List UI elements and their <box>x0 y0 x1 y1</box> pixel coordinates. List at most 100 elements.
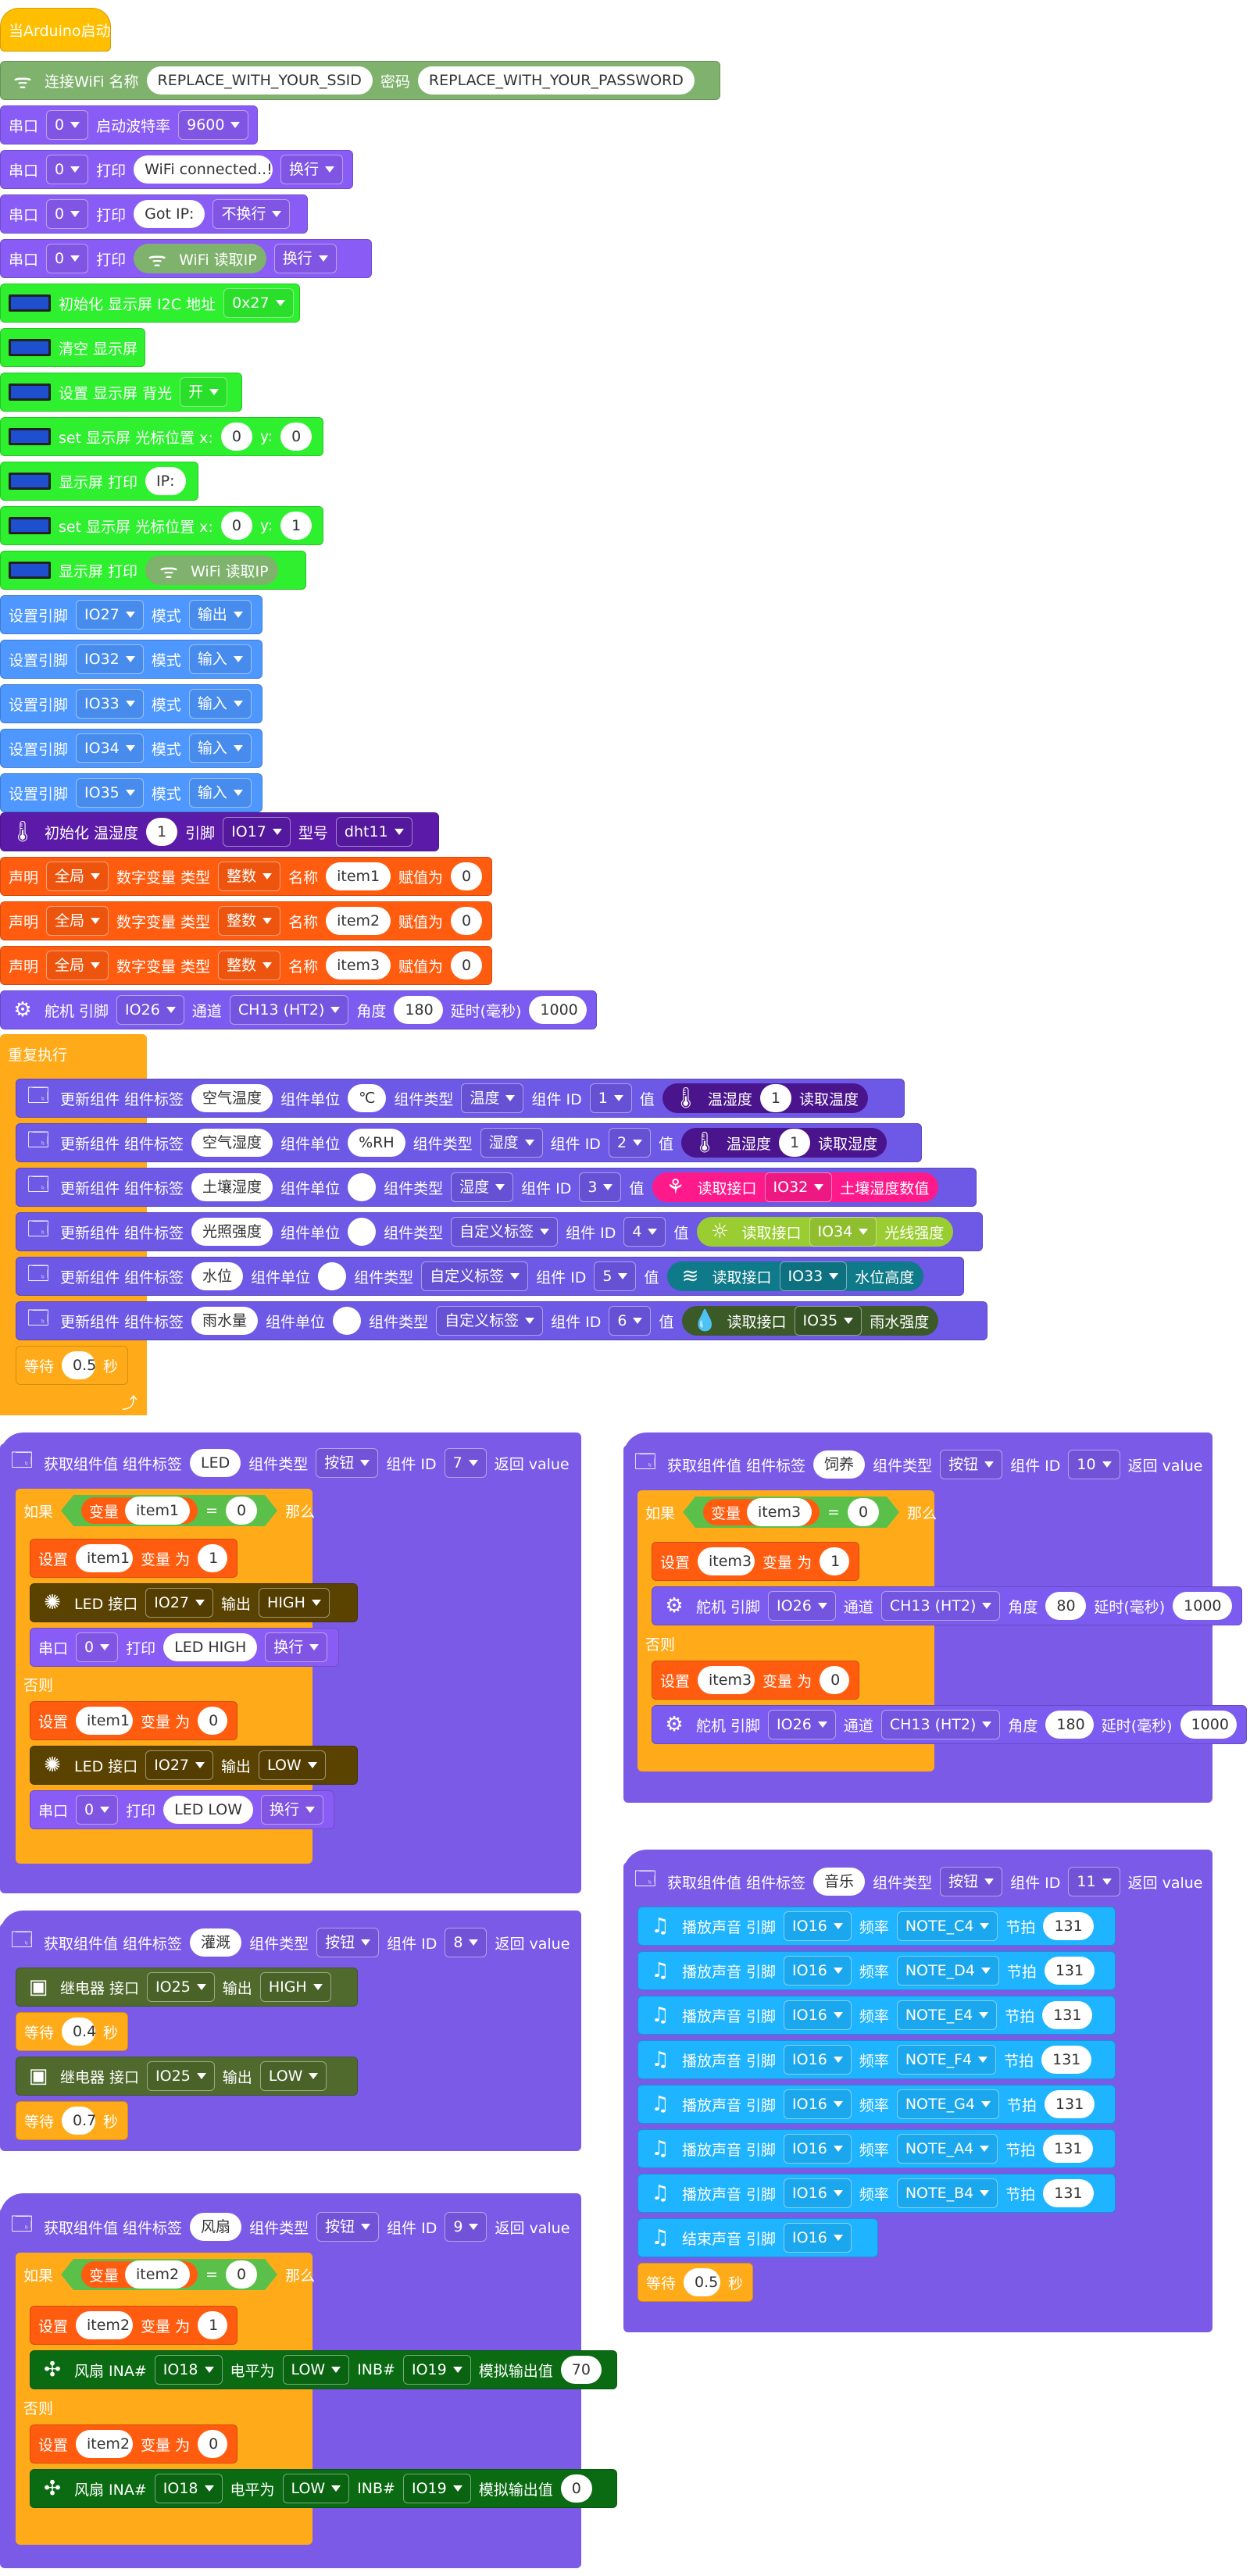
declare-var-block[interactable]: 声明 全局 数字变量 类型 整数 名称 item2 赋值为 0 <box>0 901 492 940</box>
serial-print-block[interactable]: 串口 0 打印 WiFi connected..! 换行 <box>0 150 353 189</box>
tone-pin-dropdown[interactable]: IO16 <box>784 2134 852 2164</box>
serial-port-dropdown[interactable]: 0 <box>46 244 89 273</box>
lcd-print-block[interactable]: 显示屏 打印 IP: <box>0 462 198 501</box>
mode-dropdown[interactable]: 输出 <box>188 600 252 630</box>
widget-unit-field[interactable]: %RH <box>348 1129 405 1157</box>
var-name-field[interactable]: item1 <box>326 862 391 890</box>
type-dropdown[interactable]: 整数 <box>218 862 281 891</box>
widget-type-dropdown[interactable]: 自定义标签 <box>436 1306 544 1336</box>
delay-field[interactable]: 1000 <box>1173 1592 1232 1620</box>
newline-dropdown[interactable]: 换行 <box>280 155 343 184</box>
pin-mode-block[interactable]: 设置引脚 IO35 模式 输入 <box>0 773 262 812</box>
tone-pin-dropdown[interactable]: IO16 <box>784 2178 852 2208</box>
widget-tag-field[interactable]: 空气温度 <box>191 1084 273 1112</box>
widget-unit-field[interactable] <box>348 1218 377 1246</box>
set-value-field[interactable]: 0 <box>198 1707 227 1735</box>
ina-pin-dropdown[interactable]: IO18 <box>154 2474 223 2503</box>
cursor-x-field[interactable]: 0 <box>220 423 252 451</box>
relay-pin-dropdown[interactable]: IO25 <box>147 1972 215 2002</box>
tone-pin-dropdown[interactable]: IO16 <box>784 2000 852 2030</box>
print-text-field[interactable]: LED HIGH <box>163 1633 258 1661</box>
var-name-field[interactable]: item1 <box>125 1497 190 1525</box>
get-widget-value-head[interactable]: 🗔 获取组件值 组件标签 LED 组件类型 按钮 组件 ID 7 返回 valu… <box>0 1443 581 1482</box>
delay-field[interactable]: 1000 <box>529 996 587 1024</box>
update-widget-block[interactable]: 🗔 更新组件 组件标签 土壤湿度 组件单位 组件类型 湿度 组件 ID 3 值 … <box>16 1168 977 1207</box>
servo-pin-dropdown[interactable]: IO26 <box>768 1710 836 1739</box>
password-field[interactable]: REPLACE_WITH_YOUR_PASSWORD <box>417 66 695 95</box>
wait-seconds-field[interactable]: 0.7 <box>62 2107 96 2135</box>
widget-tag-field[interactable]: 光照强度 <box>191 1218 273 1246</box>
stop-tone-block[interactable]: ♫ 结束声音 引脚 IO16 <box>638 2218 878 2257</box>
pin-dropdown[interactable]: IO34 <box>76 733 144 763</box>
beat-field[interactable]: 131 <box>1043 2179 1094 2207</box>
pin-mode-block[interactable]: 设置引脚 IO32 模式 输入 <box>0 640 262 679</box>
var-name-field[interactable]: item1 <box>76 1544 134 1572</box>
level-dropdown[interactable]: LOW <box>259 1750 326 1780</box>
widget-unit-field[interactable] <box>333 1307 362 1335</box>
level-dropdown[interactable]: LOW <box>259 2061 327 2091</box>
var-name-field[interactable]: item3 <box>698 1666 755 1694</box>
var-name-field[interactable]: item1 <box>76 1707 134 1735</box>
dht-number-field[interactable]: 1 <box>146 818 178 846</box>
relay-write-block[interactable]: ▣ 继电器 接口 IO25 输出 HIGH <box>16 1968 358 2007</box>
var-name-field[interactable]: item2 <box>326 907 391 935</box>
var-name-field[interactable]: item3 <box>698 1547 755 1575</box>
compare-value-field[interactable]: 0 <box>848 1498 879 1526</box>
widget-unit-field[interactable] <box>348 1173 377 1201</box>
level-dropdown[interactable]: HIGH <box>259 1588 330 1618</box>
tone-pin-dropdown[interactable]: IO16 <box>784 2045 852 2075</box>
widget-type-dropdown[interactable]: 按钮 <box>940 1450 1003 1479</box>
set-var-block[interactable]: 设置 item3 变量 为 1 <box>652 1542 859 1581</box>
servo-block[interactable]: ⚙ 舵机 引脚 IO26 通道 CH13 (HT2) 角度 180 延时(毫秒)… <box>652 1705 1247 1744</box>
pwm-value-field[interactable]: 70 <box>560 2356 602 2384</box>
type-dropdown[interactable]: 整数 <box>218 951 281 980</box>
mode-dropdown[interactable]: 输入 <box>188 778 252 808</box>
note-dropdown[interactable]: NOTE_A4 <box>896 2134 998 2164</box>
print-text-field[interactable]: WiFi connected..! <box>134 155 273 184</box>
update-widget-block[interactable]: 🗔 更新组件 组件标签 空气温度 组件单位 ℃ 组件类型 温度 组件 ID 1 … <box>16 1079 905 1118</box>
lcd-cursor-block[interactable]: set 显示屏 光标位置 x: 0 y: 0 <box>0 417 323 456</box>
get-widget-value-head[interactable]: 🗔 获取组件值 组件标签 饲养 组件类型 按钮 组件 ID 10 返回 valu… <box>623 1445 1212 1484</box>
widget-tag-field[interactable]: 土壤湿度 <box>191 1173 273 1201</box>
scope-dropdown[interactable]: 全局 <box>46 951 109 980</box>
led-pin-dropdown[interactable]: IO27 <box>145 1588 214 1618</box>
ssid-field[interactable]: REPLACE_WITH_YOUR_SSID <box>146 66 373 95</box>
widget-tag-field[interactable]: 雨水量 <box>191 1307 259 1335</box>
set-value-field[interactable]: 1 <box>198 2311 227 2339</box>
print-text-field[interactable]: LED LOW <box>163 1796 254 1824</box>
set-value-field[interactable]: 0 <box>198 2430 227 2458</box>
wait-block[interactable]: 等待 0.7 秒 <box>16 2101 128 2140</box>
angle-field[interactable]: 180 <box>1045 1711 1094 1739</box>
note-dropdown[interactable]: NOTE_D4 <box>896 1956 999 1986</box>
update-widget-block[interactable]: 🗔 更新组件 组件标签 水位 组件单位 组件类型 自定义标签 组件 ID 5 值… <box>16 1257 964 1296</box>
widget-type-dropdown[interactable]: 自定义标签 <box>451 1217 559 1247</box>
mode-dropdown[interactable]: 输入 <box>188 689 252 719</box>
newline-dropdown[interactable]: 不换行 <box>212 199 291 229</box>
get-widget-value-head[interactable]: 🗔 获取组件值 组件标签 风扇 组件类型 按钮 组件 ID 9 返回 value <box>0 2207 581 2246</box>
var-name-field[interactable]: item2 <box>125 2260 190 2289</box>
widget-tag-field[interactable]: LED <box>190 1449 241 1477</box>
widget-id-dropdown[interactable]: 5 <box>594 1261 637 1291</box>
note-dropdown[interactable]: NOTE_B4 <box>896 2178 998 2208</box>
newline-dropdown[interactable]: 换行 <box>265 1632 328 1662</box>
angle-field[interactable]: 80 <box>1045 1592 1087 1620</box>
var-name-field[interactable]: item3 <box>747 1498 812 1526</box>
widget-tag-field[interactable]: 饲养 <box>813 1450 866 1479</box>
widget-id-dropdown[interactable]: 10 <box>1068 1450 1120 1479</box>
beat-field[interactable]: 131 <box>1041 2046 1092 2074</box>
widget-type-dropdown[interactable]: 按钮 <box>940 1867 1003 1896</box>
level-dropdown[interactable]: LOW <box>282 2474 350 2503</box>
level-dropdown[interactable]: LOW <box>282 2355 350 2385</box>
baud-dropdown[interactable]: 9600 <box>178 110 249 140</box>
fan-motor-block[interactable]: ✣ 风扇 INA# IO18 电平为 LOW INB# IO19 模拟输出值 7… <box>30 2350 617 2389</box>
pin-mode-block[interactable]: 设置引脚 IO33 模式 输入 <box>0 684 262 723</box>
channel-dropdown[interactable]: CH13 (HT2) <box>880 1710 1001 1739</box>
set-var-block[interactable]: 设置 item2 变量 为 0 <box>30 2424 238 2464</box>
beat-field[interactable]: 131 <box>1043 1912 1094 1940</box>
